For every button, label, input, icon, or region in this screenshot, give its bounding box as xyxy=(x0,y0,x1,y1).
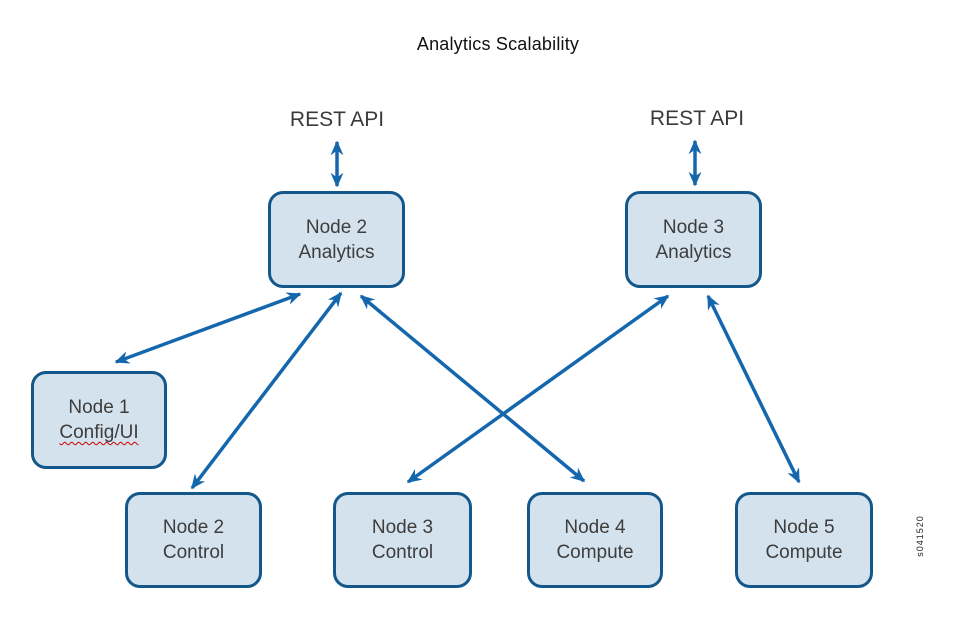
edge-node3analytics-node3control xyxy=(406,294,670,484)
node-2-control-label-line1: Node 2 xyxy=(162,517,225,538)
node-1-label-line1: Node 1 xyxy=(68,397,130,418)
rest-api-label-left: REST API xyxy=(289,108,385,131)
node-5-compute-box: Node 5 Compute xyxy=(735,492,873,588)
node-2-control-label-line2: Control xyxy=(162,542,225,563)
node-2-analytics-box: Node 2 Analytics xyxy=(268,191,405,288)
node-4-compute-label-line1: Node 4 xyxy=(564,517,626,538)
figure-id-watermark: s041520 xyxy=(915,515,925,557)
edge-node3analytics-node5compute xyxy=(706,294,801,484)
node-4-compute-box: Node 4 Compute xyxy=(527,492,663,588)
edge-node2analytics-node1configui xyxy=(114,292,302,364)
diagram-title: Analytics Scalability xyxy=(416,34,580,54)
node-3-analytics-box: Node 3 Analytics xyxy=(625,191,762,288)
node-5-compute-label-line1: Node 5 xyxy=(773,517,835,538)
node-4-compute-label-line2: Compute xyxy=(556,542,634,563)
node-3-control-label-line1: Node 3 xyxy=(371,517,434,538)
node-1-config-ui-box: Node 1 Config/UI xyxy=(31,371,167,469)
node-2-analytics-label-line1: Node 2 xyxy=(305,216,368,238)
node-3-analytics-label-line2: Analytics xyxy=(655,241,732,263)
rest-api-label-right: REST API xyxy=(649,107,745,130)
edge-node2analytics-node4compute xyxy=(359,294,586,483)
node-3-control-box: Node 3 Control xyxy=(333,492,472,588)
node-2-control-box: Node 2 Control xyxy=(125,492,262,588)
edge-node2analytics-node2control xyxy=(190,291,343,490)
node-3-control-label-line2: Control xyxy=(371,542,434,563)
node-1-label-line2: Config/UI xyxy=(59,422,139,443)
node-5-compute-label-line2: Compute xyxy=(765,542,843,563)
node-3-analytics-label-line1: Node 3 xyxy=(662,216,725,238)
node-2-analytics-label-line2: Analytics xyxy=(298,241,375,263)
